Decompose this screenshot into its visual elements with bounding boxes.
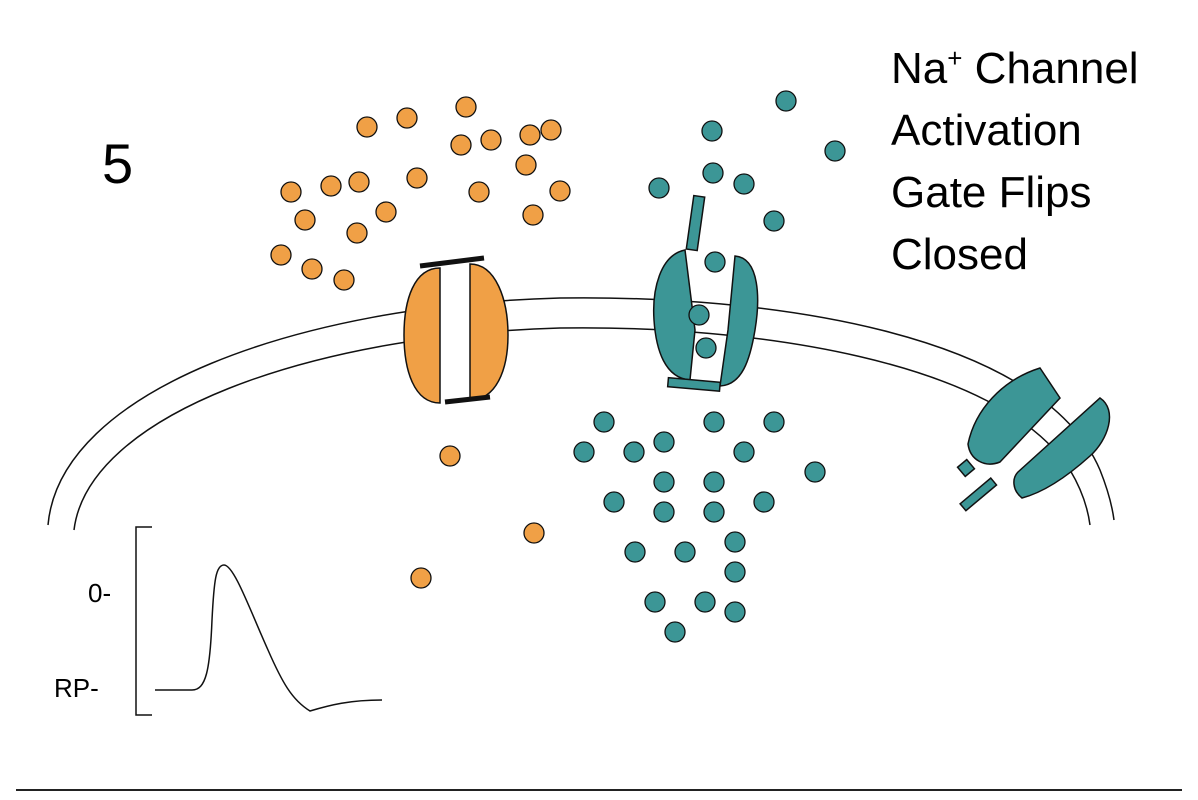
title-channel-text: Channel: [962, 44, 1139, 93]
title-na-text: Na: [891, 44, 948, 93]
sodium-ion: [664, 621, 686, 643]
sodium-ion: [644, 591, 666, 613]
potassium-ion: [439, 445, 461, 467]
potassium-ion: [348, 171, 370, 193]
sodium-ion: [724, 561, 746, 583]
membrane-outer-line: [47, 297, 1115, 526]
sodium-ion: [804, 461, 826, 483]
sodium-ion: [824, 140, 846, 162]
action-potential-graph: [135, 526, 383, 716]
bottom-divider: [16, 789, 1182, 791]
title-line-3: Gate Flips: [891, 168, 1092, 217]
sodium-ion: [704, 251, 726, 273]
sodium-ion: [753, 491, 775, 513]
sodium-ion: [763, 411, 785, 433]
sodium-ion: [653, 431, 675, 453]
na-resting-right-half: [1013, 397, 1111, 499]
na-activation-gate: [685, 194, 706, 252]
k-channel-left-half: [403, 267, 441, 404]
potassium-ion: [540, 119, 562, 141]
action-potential-trace: [155, 564, 383, 712]
potassium-channel-icon: [403, 255, 509, 405]
na-channel-right-half: [719, 255, 759, 387]
sodium-ion: [775, 90, 797, 112]
potassium-ion: [333, 269, 355, 291]
sodium-ion: [624, 541, 646, 563]
potassium-ion: [549, 180, 571, 202]
sodium-ion: [763, 210, 785, 232]
sodium-ion: [703, 501, 725, 523]
title-na-superscript: +: [947, 43, 963, 73]
potassium-ion: [396, 107, 418, 129]
potassium-ion: [301, 258, 323, 280]
potassium-ion: [406, 167, 428, 189]
ions-layer: [270, 90, 846, 643]
potassium-ion: [515, 154, 537, 176]
potassium-ion: [480, 129, 502, 151]
potassium-ion: [320, 175, 342, 197]
potassium-ion: [270, 244, 292, 266]
sodium-ion: [702, 162, 724, 184]
sodium-ion: [694, 591, 716, 613]
sodium-ion: [733, 441, 755, 463]
sodium-channel-inactivated-icon: [652, 194, 759, 393]
title-line-4: Closed: [891, 230, 1028, 279]
potassium-ion: [375, 201, 397, 223]
title-line-2: Activation: [891, 106, 1082, 155]
potassium-ion: [522, 204, 544, 226]
sodium-ion: [695, 337, 717, 359]
sodium-ion: [573, 441, 595, 463]
sodium-ion: [603, 491, 625, 513]
na-resting-left-half: [967, 367, 1061, 465]
na-channel-left-half: [652, 249, 696, 381]
graph-bracket: [135, 526, 152, 716]
sodium-ion: [724, 531, 746, 553]
sodium-ion: [674, 541, 696, 563]
potassium-ion: [450, 134, 472, 156]
step-number: 5: [102, 132, 134, 195]
sodium-ion: [703, 471, 725, 493]
sodium-ion: [724, 601, 746, 623]
sodium-ion: [593, 411, 615, 433]
na-resting-gate: [959, 477, 998, 512]
potassium-ion: [519, 124, 541, 146]
sodium-channel-resting-icon: [956, 367, 1111, 512]
k-channel-top-cap: [419, 255, 485, 269]
potassium-ion: [356, 116, 378, 138]
sodium-ion: [653, 501, 675, 523]
slide-title: Na+ Channel Activation Gate Flips Closed: [891, 38, 1139, 286]
na-resting-gate-hinge: [956, 458, 976, 478]
na-inactivation-gate: [666, 376, 722, 393]
sodium-ion: [648, 177, 670, 199]
k-channel-right-half: [469, 263, 509, 401]
potassium-ion: [280, 181, 302, 203]
sodium-ion: [688, 304, 710, 326]
potassium-ion: [410, 567, 432, 589]
graph-rp-label: RP-: [54, 673, 99, 703]
potassium-ion: [346, 222, 368, 244]
graph-zero-label: 0-: [88, 578, 112, 608]
title-line-1: Na+ Channel: [891, 38, 1139, 100]
potassium-ion: [294, 209, 316, 231]
k-channel-bottom-cap: [444, 394, 491, 405]
sodium-ion: [703, 411, 725, 433]
sodium-ion: [733, 173, 755, 195]
sodium-ion: [701, 120, 723, 142]
potassium-ion: [468, 181, 490, 203]
potassium-ion: [455, 96, 477, 118]
sodium-ion: [653, 471, 675, 493]
potassium-ion: [523, 522, 545, 544]
sodium-ion: [623, 441, 645, 463]
